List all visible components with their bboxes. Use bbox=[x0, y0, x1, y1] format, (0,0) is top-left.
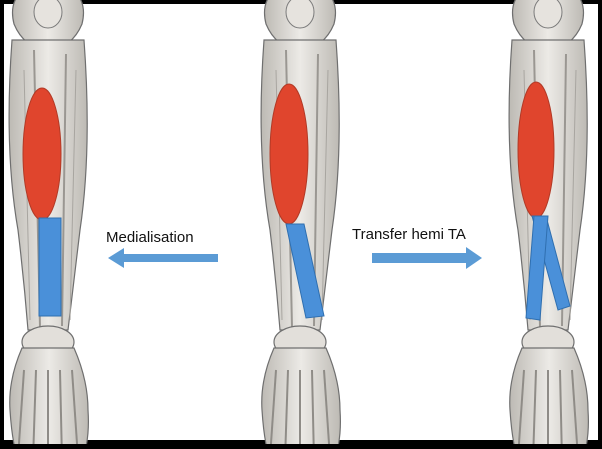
transfer-hemi-ta-label: Transfer hemi TA bbox=[352, 226, 466, 243]
right-leg-illustration bbox=[509, 0, 588, 444]
middle-tibialis-muscle bbox=[270, 84, 308, 224]
left-tendon-medialised bbox=[39, 218, 61, 316]
middle-leg-illustration bbox=[261, 0, 340, 444]
medialisation-label: Medialisation bbox=[106, 229, 194, 246]
right-tibialis-muscle bbox=[518, 82, 554, 218]
left-tibialis-muscle bbox=[23, 88, 61, 220]
